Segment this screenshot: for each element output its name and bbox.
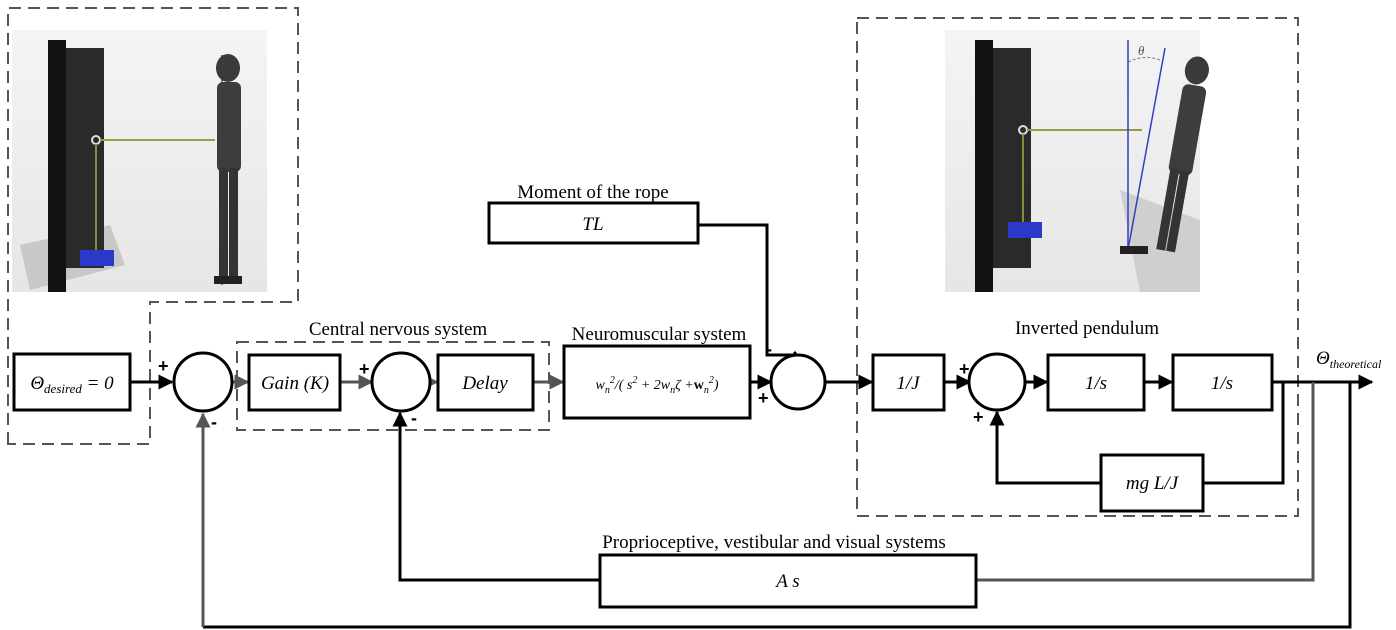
central-nervous-system-label: Central nervous system (309, 319, 488, 340)
integrator-block-1: 1/s (1046, 353, 1146, 412)
gravity-stiffness-block: mg L/J (1099, 453, 1205, 513)
output-theta-label: Θtheoretical (1316, 348, 1382, 371)
neuromuscular-system-label: Neuromuscular system (572, 324, 747, 345)
standing-subject-illustration-left (12, 30, 267, 292)
gain-label: Gain (K) (261, 373, 329, 394)
sum1-plus-sign: + (158, 356, 169, 376)
inverted-pendulum-frame (856, 17, 1299, 517)
wire-as-to-sum2 (392, 411, 600, 582)
sensory-feedback-block: A s (598, 553, 978, 609)
sum2-minus-sign: - (411, 408, 417, 428)
standing-subject-illustration-right: θ (945, 30, 1209, 292)
wire-unity-feedback (203, 382, 1352, 629)
sensory-feedback-label: A s (774, 571, 799, 592)
output-theta-symbol: Θ (1316, 348, 1330, 369)
sum3-plus-sign: + (758, 388, 769, 408)
integrator-1-label: 1/s (1085, 373, 1107, 394)
wire-mgl-to-sum4 (989, 410, 1100, 485)
neuromuscular-transfer-function: wn2/( s2 + 2wnζ +wn2) (595, 375, 718, 396)
tl-label: TL (582, 214, 603, 235)
desired-angle-block: Θdesired = 0 (12, 352, 132, 412)
neuromuscular-transfer-block: wn2/( s2 + 2wnζ +wn2) (562, 344, 752, 420)
delay-block: Delay (436, 353, 535, 412)
sum2-plus-sign: + (359, 359, 370, 379)
wire-as-feedback-in (976, 382, 1315, 582)
summing-junction-3 (769, 353, 827, 411)
sum3-minus-sign: - (766, 339, 772, 359)
central-nervous-system-frame (236, 341, 550, 431)
desired-value: = 0 (82, 373, 114, 394)
feedback-systems-label: Proprioceptive, vestibular and visual sy… (602, 532, 946, 553)
inverse-inertia-block: 1/J (871, 353, 946, 412)
tl-block: TL (487, 201, 700, 245)
inverse-inertia-label: 1/J (896, 373, 921, 394)
desired-subscript: desired (44, 381, 82, 396)
integrator-2-label: 1/s (1211, 373, 1233, 394)
summing-junction-1 (172, 351, 234, 413)
delay-label: Delay (461, 373, 508, 394)
theta-angle-label: θ (1138, 43, 1145, 58)
sum4-plus-sign-left: + (959, 359, 970, 379)
summing-junction-4 (967, 352, 1027, 412)
summing-junction-2 (370, 351, 432, 413)
desired-theta-symbol: Θ (30, 373, 44, 394)
output-subscript: theoretical (1330, 357, 1382, 371)
gravity-stiffness-label: mg L/J (1126, 473, 1180, 494)
wire-mgl-feedback (1203, 382, 1285, 485)
integrator-block-2: 1/s (1171, 353, 1274, 412)
gain-block: Gain (K) (247, 353, 342, 412)
sum4-plus-sign-bottom: + (973, 407, 984, 427)
moment-of-rope-label: Moment of the rope (517, 182, 668, 203)
svg-text:Θdesired = 0: Θdesired = 0 (30, 373, 114, 396)
sum1-minus-sign: - (211, 412, 217, 432)
inverted-pendulum-label: Inverted pendulum (1015, 318, 1159, 339)
